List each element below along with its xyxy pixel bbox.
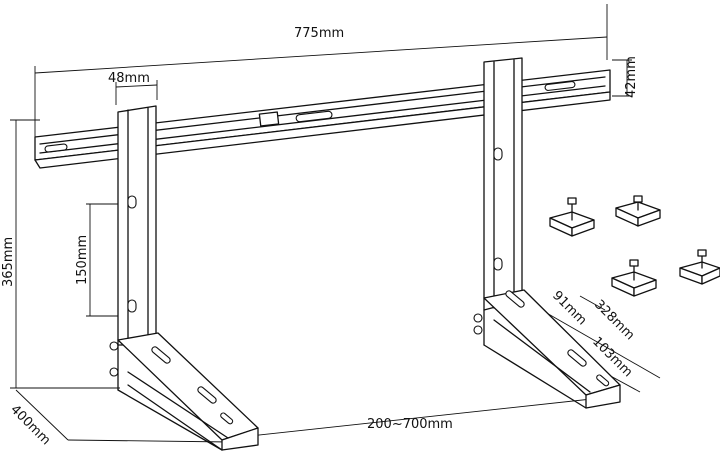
label-365mm: 365mm: [1, 237, 16, 287]
rubber-feet: [549, 195, 720, 297]
label-48mm: 48mm: [108, 71, 150, 86]
right-arm: [483, 289, 621, 409]
left-arm: [117, 332, 259, 451]
left-upright: [109, 105, 157, 377]
label-42mm: 42mm: [624, 56, 639, 98]
right-upright: [473, 57, 523, 335]
label-400mm: 400mm: [7, 402, 53, 448]
foot-3: [611, 259, 657, 297]
foot-4: [679, 249, 720, 285]
foot-1: [549, 197, 595, 237]
label-775mm: 775mm: [294, 26, 344, 41]
label-150mm: 150mm: [75, 235, 90, 285]
label-200-700mm: 200~700mm: [367, 417, 453, 432]
foot-2: [615, 195, 661, 227]
